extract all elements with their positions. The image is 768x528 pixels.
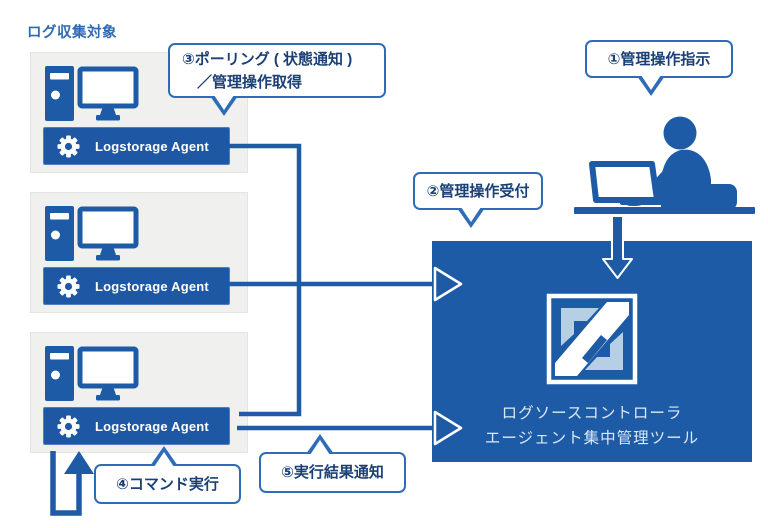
- gear-icon: [57, 275, 80, 297]
- callout-3-line1: ③ポーリング ( 状態通知 ): [182, 50, 353, 68]
- gear-icon: [57, 415, 80, 437]
- agent-bar-1: Logstorage Agent: [43, 127, 230, 165]
- log-source-machine-3: Logstorage Agent: [30, 332, 248, 453]
- gear-icon: [57, 135, 80, 157]
- desktop-pc-icon: [45, 346, 139, 401]
- callout-2-label: ②管理操作受付: [426, 182, 530, 200]
- callout-2-management-reception: ②管理操作受付: [413, 172, 543, 228]
- callout-3-line2: ／管理操作取得: [197, 73, 303, 91]
- desktop-pc-icon: [45, 206, 139, 261]
- callout-5-label: ⑤実行結果通知: [281, 464, 384, 481]
- controller-title-line1: ログソースコントローラ: [501, 405, 683, 422]
- log-source-machine-2: Logstorage Agent: [30, 192, 248, 313]
- callout-5-result-notification: ⑤実行結果通知: [259, 434, 406, 493]
- agent-label: Logstorage Agent: [95, 278, 209, 294]
- callout-4-command-execution: ④コマンド実行: [94, 446, 241, 504]
- command-loop-arrowhead: [64, 451, 94, 474]
- callout-4-label: ④コマンド実行: [116, 475, 219, 493]
- agent-bar-2: Logstorage Agent: [43, 267, 230, 305]
- agent-bar-3: Logstorage Agent: [43, 407, 230, 445]
- callout-1-label: ①管理操作指示: [607, 50, 711, 68]
- central-controller-box: ログソースコントローラ エージェント集中管理ツール: [432, 241, 752, 462]
- page-title: ログ収集対象: [27, 25, 117, 41]
- agent-label: Logstorage Agent: [95, 138, 209, 154]
- callout-3-polling: ③ポーリング ( 状態通知 ) ／管理操作取得: [168, 43, 386, 116]
- callout-1-management-instruction: ①管理操作指示: [585, 40, 733, 96]
- controller-title-line2: エージェント集中管理ツール: [484, 430, 700, 447]
- command-loop-line: [50, 451, 82, 516]
- logstorage-logo: [546, 293, 638, 385]
- agent-label: Logstorage Agent: [95, 418, 209, 434]
- desktop-pc-icon: [45, 66, 139, 121]
- person-at-desk-icon: [574, 116, 755, 214]
